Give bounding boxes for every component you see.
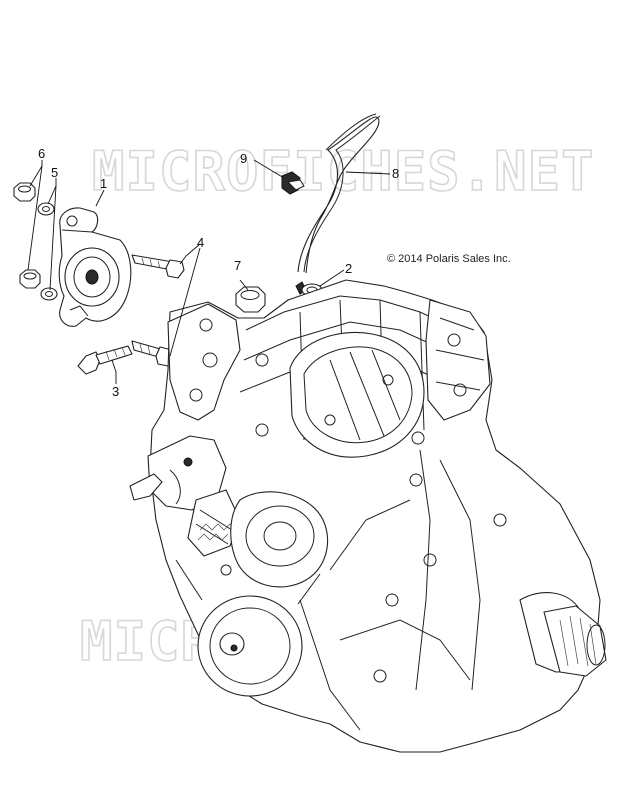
sensor-part-1 bbox=[58, 207, 132, 327]
callout-1: 1 bbox=[100, 176, 107, 191]
nut-lower-6 bbox=[19, 269, 41, 289]
leader-lines bbox=[27, 159, 391, 384]
bolt-lower-4 bbox=[131, 340, 175, 367]
bolt-part-3 bbox=[77, 345, 133, 375]
callout-5: 5 bbox=[51, 165, 58, 180]
washer-upper-5 bbox=[37, 202, 55, 216]
callout-8: 8 bbox=[392, 166, 399, 181]
callout-3: 3 bbox=[112, 384, 119, 399]
copyright-text: © 2014 Polaris Sales Inc. bbox=[387, 253, 511, 265]
callout-4: 4 bbox=[197, 235, 204, 250]
transmission-assembly bbox=[129, 279, 607, 753]
nut-upper-6 bbox=[13, 182, 36, 202]
clip-part-9 bbox=[281, 171, 305, 195]
vent-hose-part-8 bbox=[297, 113, 381, 274]
nut-part-7 bbox=[235, 286, 266, 313]
callout-2: 2 bbox=[345, 261, 352, 276]
callout-7: 7 bbox=[234, 258, 241, 273]
washer-lower-5 bbox=[40, 287, 58, 301]
callout-6: 6 bbox=[38, 146, 45, 161]
bolt-upper-4 bbox=[131, 254, 185, 279]
callout-9: 9 bbox=[240, 151, 247, 166]
